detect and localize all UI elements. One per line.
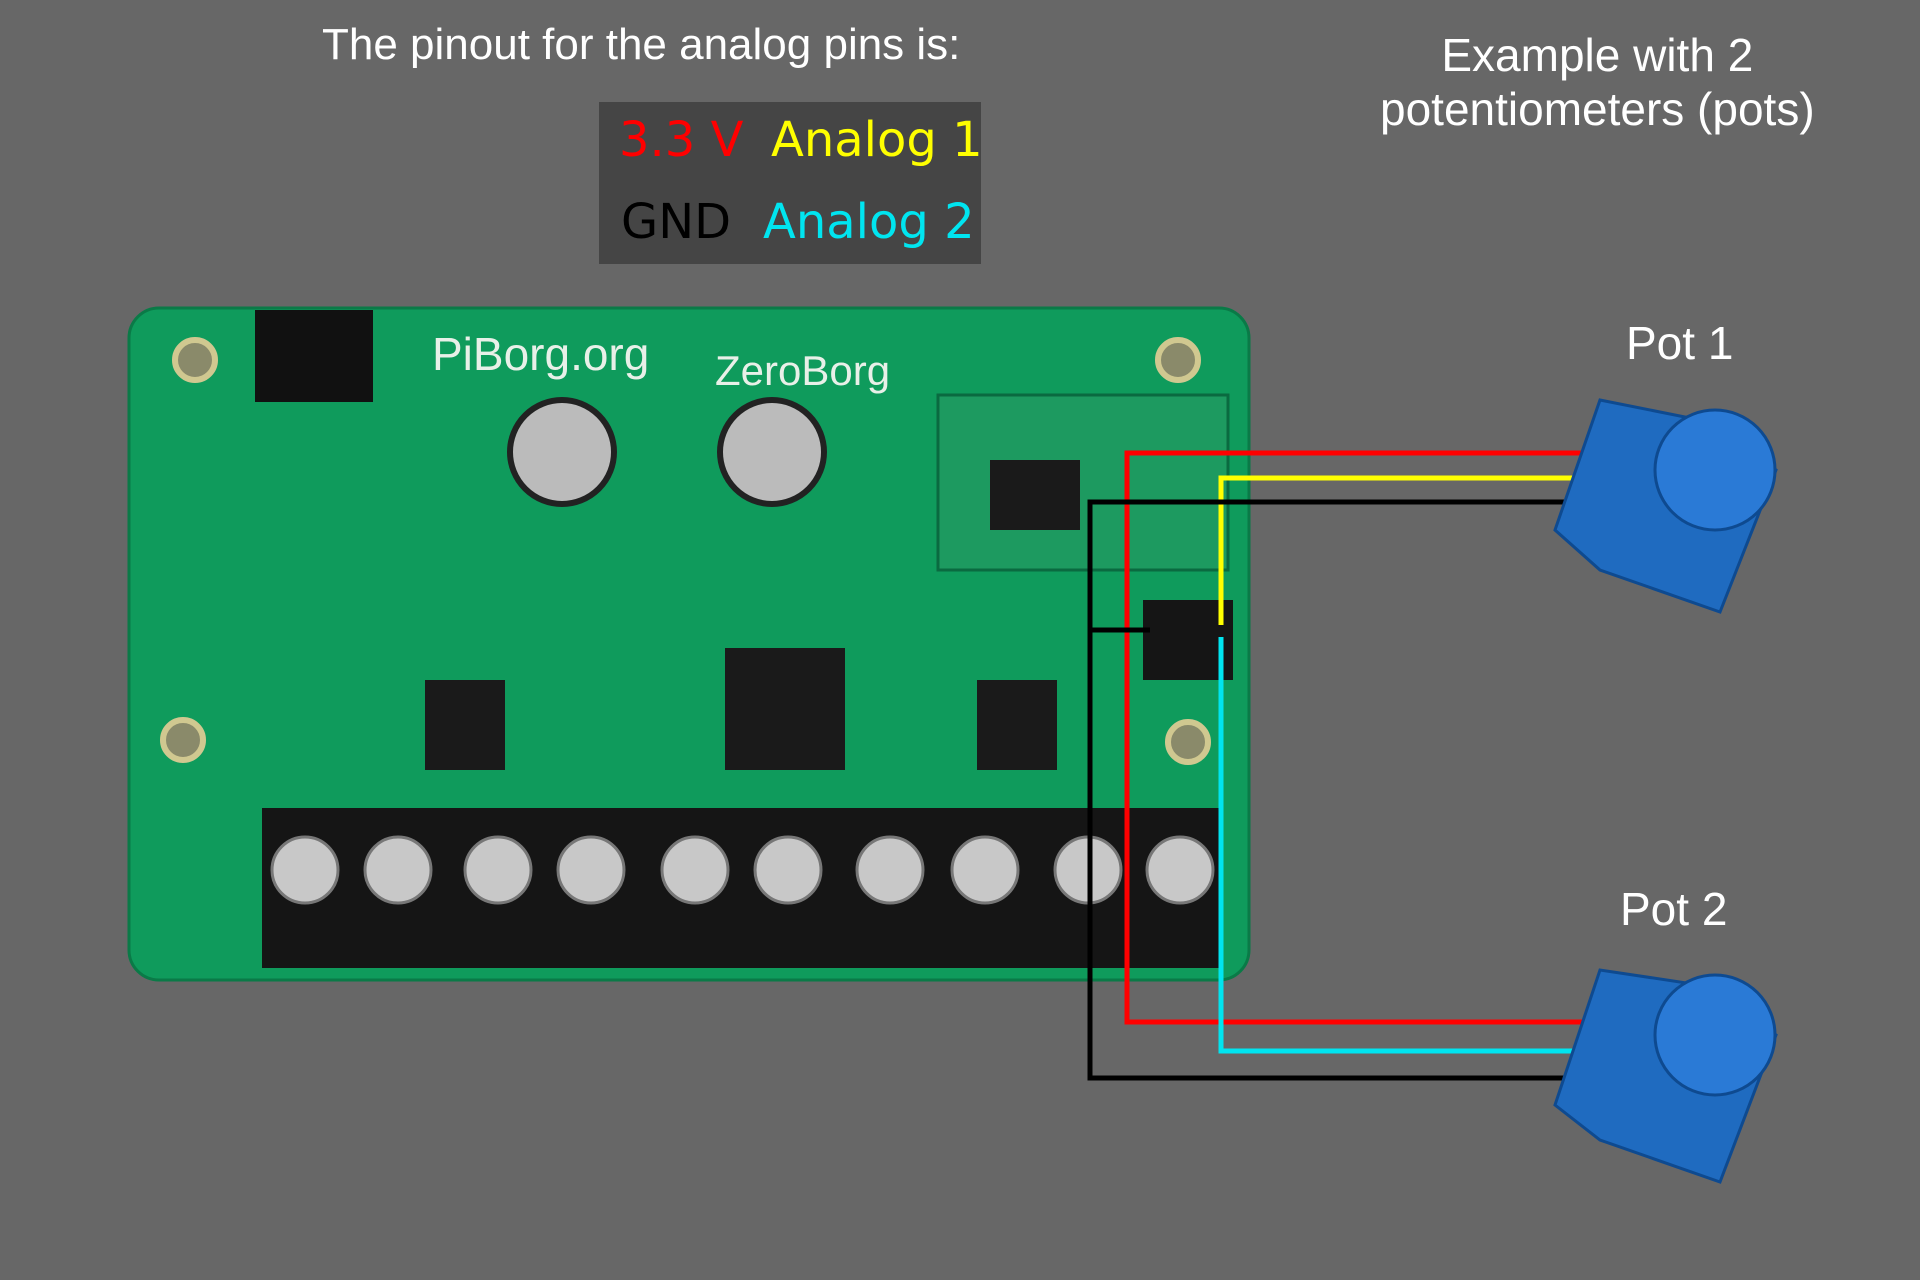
wire-analog2 (1218, 637, 1580, 1054)
capacitor (717, 397, 827, 507)
regulator-module (936, 393, 1230, 572)
wire-analog1 (1218, 475, 1580, 625)
board-brand: PiBorg.org (432, 328, 649, 380)
pot2-label: Pot 2 (1620, 883, 1728, 935)
wire-vcc-pot2 (1124, 590, 1588, 1025)
header-pins (255, 310, 373, 402)
chip (725, 648, 845, 770)
pot1-label: Pot 1 (1626, 317, 1734, 369)
legend-analog1: Analog 1 (771, 112, 983, 168)
wires (1087, 450, 1588, 1081)
board-name: ZeroBorg (715, 347, 890, 394)
chip (977, 680, 1057, 770)
chip (425, 680, 505, 770)
wire-gnd-pot2 (1087, 630, 1573, 1081)
chip (990, 460, 1080, 530)
mount-hole (160, 717, 206, 763)
capacitor (507, 397, 617, 507)
example-line1: Example with 2 (1441, 29, 1754, 81)
wire-vcc-pot1 (1124, 450, 1588, 590)
pot2-graphic (1553, 968, 1778, 1184)
legend-analog2: Analog 2 (763, 194, 975, 250)
wire-gnd-pot1 (1087, 499, 1573, 633)
pot1-graphic (1553, 398, 1778, 614)
mount-hole (1155, 337, 1201, 383)
legend-gnd: GND (621, 194, 732, 250)
zeroborg-board: PiBorg.org ZeroBorg (127, 306, 1251, 982)
example-caption: Example with 2 potentiometers (pots) (1380, 28, 1815, 136)
example-line2: potentiometers (pots) (1380, 83, 1815, 135)
analog-header (1143, 600, 1233, 680)
pinout-title: The pinout for the analog pins is: (322, 20, 961, 69)
pinout-legend: 3.3 V Analog 1 GND Analog 2 (599, 102, 983, 264)
mount-hole (1165, 719, 1211, 765)
mount-hole (172, 337, 218, 383)
legend-vcc: 3.3 V (619, 112, 744, 168)
